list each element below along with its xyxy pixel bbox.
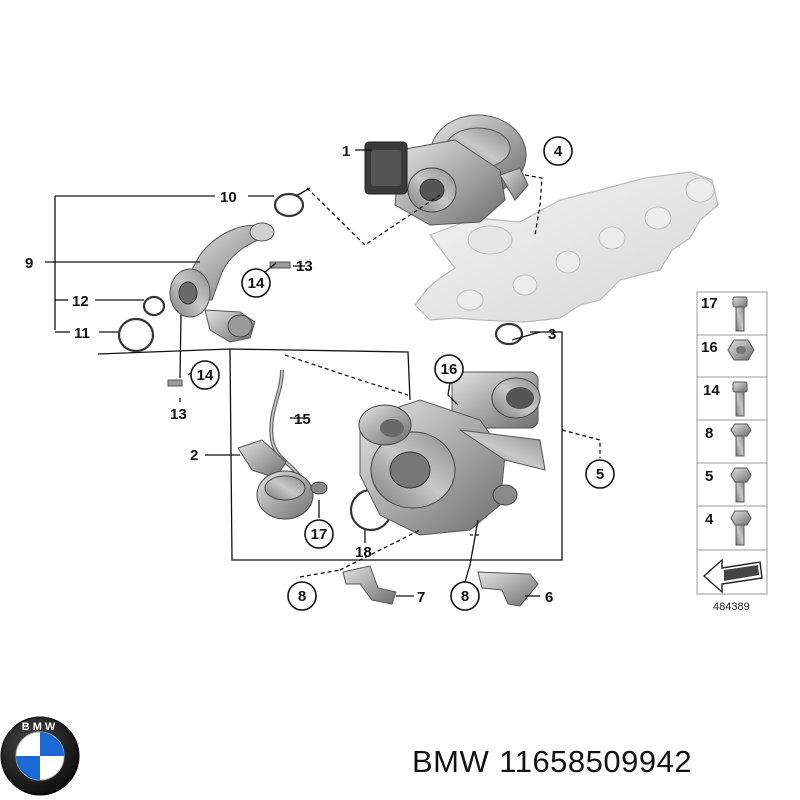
callout-1: 1 xyxy=(342,143,350,160)
svg-text:14: 14 xyxy=(197,367,214,384)
turbocharger xyxy=(358,371,546,536)
legend-item-5: 5 xyxy=(705,468,713,485)
callout-3: 3 xyxy=(548,326,556,343)
callout-15: 15 xyxy=(294,411,311,428)
callout-5: 5 xyxy=(585,459,615,489)
direction-arrow-icon xyxy=(702,558,763,594)
svg-text:1: 1 xyxy=(342,143,350,160)
brand-name: BMW xyxy=(412,744,490,779)
svg-text:BMW: BMW xyxy=(22,721,59,733)
svg-text:8: 8 xyxy=(298,588,306,605)
svg-text:11: 11 xyxy=(74,325,90,342)
svg-text:4: 4 xyxy=(554,143,563,160)
callout-8-right: 8 xyxy=(450,581,480,611)
part-label: BMW 11658509942 xyxy=(412,744,692,780)
callout-8-left: 8 xyxy=(287,581,317,611)
svg-text:18: 18 xyxy=(355,544,372,561)
bolt-17-icon xyxy=(732,296,748,332)
charge-air-pipe xyxy=(169,222,275,343)
callout-16: 16 xyxy=(434,354,464,384)
svg-text:15: 15 xyxy=(294,411,311,428)
callout-11: 11 xyxy=(74,325,90,342)
bolt-4-icon xyxy=(730,510,752,546)
fastener-legend: 17 16 14 8 5 4 xyxy=(696,291,768,613)
svg-text:13: 13 xyxy=(296,258,313,275)
svg-text:14: 14 xyxy=(248,275,265,292)
callout-4: 4 xyxy=(543,136,573,166)
part-number: 11658509942 xyxy=(499,744,693,779)
callout-13-top: 13 xyxy=(296,258,313,275)
callout-17: 17 xyxy=(304,519,334,549)
svg-text:2: 2 xyxy=(190,447,198,464)
svg-text:5: 5 xyxy=(596,466,604,483)
callout-9: 9 xyxy=(25,255,33,272)
legend-item-14: 14 xyxy=(703,382,720,399)
svg-text:16: 16 xyxy=(441,361,458,378)
bracket-6 xyxy=(477,571,539,607)
callout-7: 7 xyxy=(417,589,425,606)
legend-item-8: 8 xyxy=(705,425,713,442)
legend-item-17: 17 xyxy=(701,295,718,312)
bracket-7 xyxy=(342,565,397,605)
callout-6: 6 xyxy=(545,589,553,606)
svg-text:3: 3 xyxy=(548,326,556,343)
bolt-8-icon xyxy=(730,423,752,457)
callout-18: 18 xyxy=(355,544,372,561)
svg-text:9: 9 xyxy=(25,255,33,272)
wastegate-actuator xyxy=(237,369,328,520)
svg-text:10: 10 xyxy=(220,189,237,206)
exhaust-manifold xyxy=(414,171,719,323)
bolt-14-icon xyxy=(732,381,748,417)
svg-text:13: 13 xyxy=(170,406,187,423)
legend-item-16: 16 xyxy=(701,339,718,356)
nut-16-icon xyxy=(727,339,755,361)
legend-item-4: 4 xyxy=(705,511,714,528)
callout-2: 2 xyxy=(190,447,198,464)
svg-text:8: 8 xyxy=(461,588,469,605)
bmw-logo: BMW xyxy=(0,716,80,796)
callout-12: 12 xyxy=(72,293,89,310)
bolt-5-icon xyxy=(730,467,752,503)
diagram-reference-number: 484389 xyxy=(713,601,750,613)
callout-14-top: 14 xyxy=(241,268,271,298)
callout-13-left: 13 xyxy=(170,406,187,423)
svg-text:17: 17 xyxy=(311,526,328,543)
svg-text:12: 12 xyxy=(72,293,89,310)
turbocharger-assembly-top xyxy=(364,114,529,226)
callout-14-left: 14 xyxy=(190,360,220,390)
svg-text:6: 6 xyxy=(545,589,553,606)
callout-10: 10 xyxy=(220,189,237,206)
svg-text:7: 7 xyxy=(417,589,425,606)
